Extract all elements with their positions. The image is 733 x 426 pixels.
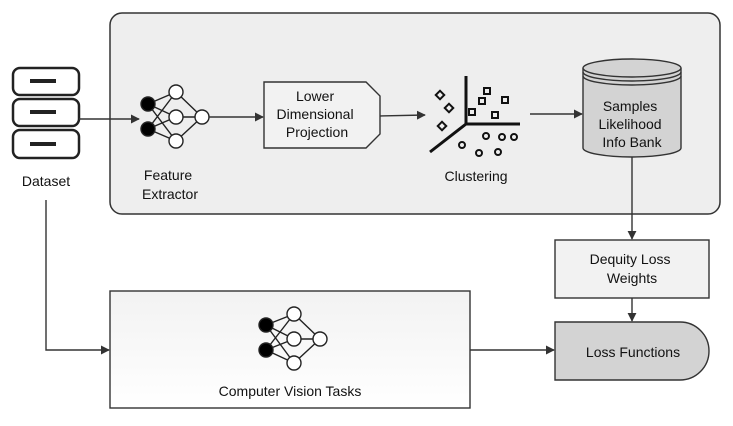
projection-box xyxy=(263,81,381,149)
projection-label: Lower Dimensional Projection xyxy=(277,88,358,140)
arrow-dataset-to-cv-tasks xyxy=(45,200,110,355)
scatter-clusters-icon xyxy=(429,76,520,157)
cv-tasks-label: Computer Vision Tasks xyxy=(219,383,362,399)
info-bank-label: Samples Likelihood Info Bank xyxy=(599,98,666,150)
loss-functions-box xyxy=(554,321,710,381)
neural-network-icon xyxy=(258,306,328,371)
neural-network-icon xyxy=(140,84,210,149)
cylinder-storage-icon xyxy=(582,58,682,158)
dequity-weights-label: Dequity Loss Weights xyxy=(590,251,675,286)
dataset-label: Dataset xyxy=(22,173,70,189)
database-icon xyxy=(11,66,81,160)
clustering-label: Clustering xyxy=(444,168,507,184)
connectors xyxy=(45,109,637,355)
feature-extractor-label: Feature Extractor xyxy=(142,167,198,202)
loss-functions-label: Loss Functions xyxy=(586,344,680,360)
feature-pipeline-panel xyxy=(109,12,721,215)
arrow-projection-to-clustering xyxy=(379,110,426,120)
dequity-weights-box xyxy=(554,239,710,299)
